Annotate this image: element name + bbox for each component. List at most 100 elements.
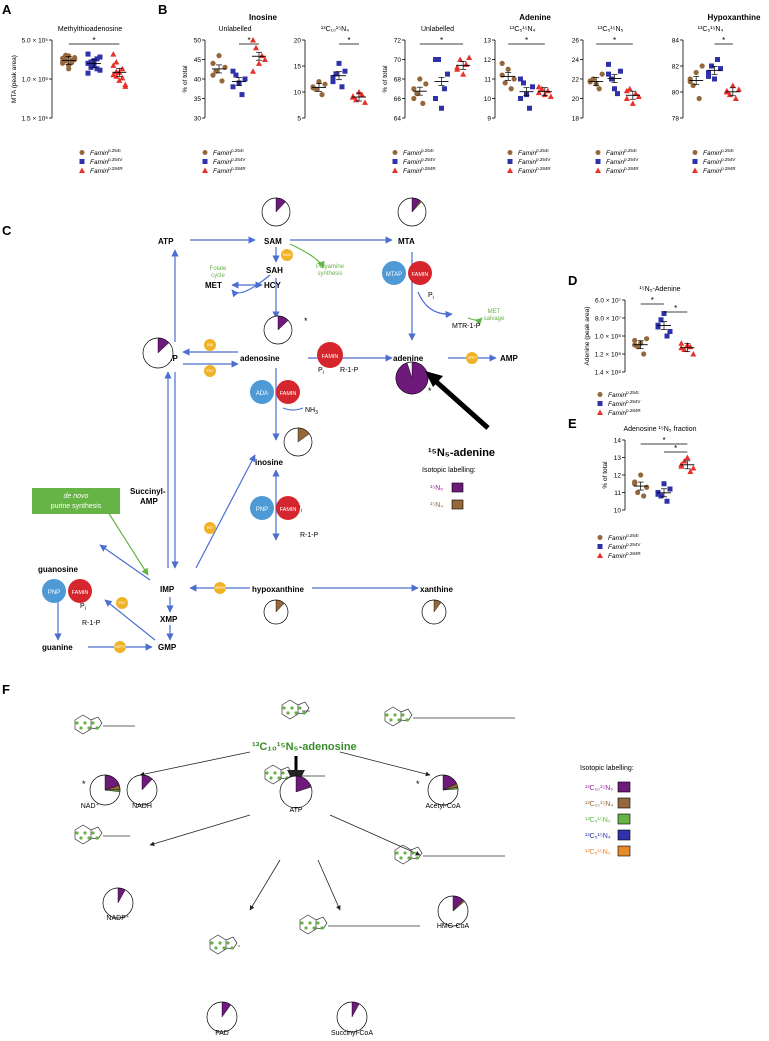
legend-marker	[597, 392, 603, 397]
y-axis-label: % of total	[382, 65, 389, 93]
star-acetylcoa: *	[416, 779, 420, 789]
arrow-to-nad	[139, 751, 251, 777]
labelled-carbon	[87, 726, 91, 730]
pies-panel-f	[89, 774, 469, 1033]
pie-slice	[104, 789, 121, 793]
arrow-to-succinylcoa	[317, 859, 341, 911]
pie-sam	[261, 197, 291, 227]
legend-label: Faminp.254V	[703, 157, 735, 166]
pie-fad	[206, 1001, 238, 1033]
molecule-sketches	[74, 699, 515, 955]
molecule-atp	[264, 764, 325, 785]
labelled-carbon	[214, 946, 218, 950]
data-point-p.284R	[256, 60, 262, 66]
legend-marker	[597, 409, 603, 415]
legend-marker	[597, 552, 603, 558]
green-arrows	[107, 243, 483, 576]
star-adenine: *	[428, 386, 432, 396]
chart-title: Unlabelled	[421, 26, 454, 33]
ring	[74, 714, 92, 735]
y-tick-label: 13	[614, 455, 622, 462]
data-point-p.254I	[210, 72, 216, 78]
data-point-p.254V	[527, 105, 532, 111]
data-point-p.254V	[664, 498, 670, 504]
metabolite-mta: MTA	[398, 237, 415, 246]
data-point-p.254V	[712, 76, 717, 82]
labelled-carbon	[385, 713, 389, 717]
significance-star: *	[247, 36, 250, 45]
data-point-p.254V	[85, 70, 91, 76]
labelled-carbon	[277, 776, 281, 780]
y-tick-label: 50	[194, 38, 202, 45]
legend-label: Faminp.284R	[703, 166, 736, 175]
data-point-p.254V	[342, 68, 348, 74]
data-point-p.254I	[687, 79, 693, 85]
y-tick-label: 10	[614, 508, 622, 515]
y-tick-label: 82	[672, 64, 680, 71]
label-r1p-b: R-1-P	[300, 532, 319, 539]
labelled-carbon	[397, 718, 401, 722]
enzyme-pnp-guanosine	[42, 579, 66, 603]
legend-label: Faminp.254V	[90, 157, 122, 166]
labelled-carbon	[75, 721, 79, 725]
arrow-sah-hcy	[231, 274, 271, 298]
data-point-p.254I	[322, 81, 328, 87]
data-point-p.284R	[629, 100, 636, 106]
pie-slice	[297, 427, 310, 443]
pie-nadp	[102, 887, 134, 919]
y-tick-label: 66	[394, 96, 402, 103]
enzyme-adk	[204, 339, 216, 351]
label-mtr1p: MTR-1-P	[452, 323, 481, 330]
data-point-p.254I	[508, 86, 514, 92]
data-point-p.284R	[466, 54, 473, 61]
chart-title: ¹³C₅¹⁵N₄	[510, 26, 536, 33]
arrow-mta-mtr1p	[417, 291, 453, 319]
arrow-to-nadp	[149, 814, 251, 847]
legend-marker	[692, 150, 698, 155]
labelled-carbon	[210, 941, 214, 945]
enzyme-famin-ada-label: FAMIN	[280, 391, 297, 397]
label-polyamine: Polyamine	[316, 264, 345, 270]
enzyme-famin-mta-label: FAMIN	[412, 272, 429, 278]
pie-mta	[397, 197, 427, 227]
iso-f-swatch	[617, 829, 631, 841]
y-tick-label: 45	[194, 57, 202, 64]
legend-marker	[79, 159, 85, 164]
y-tick-label: 14	[614, 438, 622, 445]
y-axis-label: Adenine (peak area)	[584, 307, 591, 366]
y-tick-label: 24	[572, 57, 580, 64]
data-point-p.254V	[530, 84, 535, 90]
metabolite-succinyl: Succinyl-	[130, 487, 166, 496]
data-point-p.284R	[454, 64, 461, 70]
label-met-salvage: MET	[488, 309, 501, 315]
iso-n4-swatch	[451, 499, 464, 510]
pie-slice	[221, 1001, 232, 1018]
data-point-p.254V	[94, 66, 100, 72]
y-tick-label: 10	[484, 96, 492, 103]
tracer-arrowhead	[425, 371, 443, 387]
labelled-carbon	[320, 926, 324, 930]
iso-f-label: ¹³C₅¹⁵N₅	[585, 817, 611, 824]
legend-marker	[202, 150, 208, 155]
iso-n5-swatch	[451, 482, 464, 493]
y-tick-label: 12	[614, 473, 622, 480]
metabolite-xanthine: xanthine	[420, 585, 453, 594]
labelled-carbon	[273, 771, 277, 775]
iso-f-title: Isotopic labelling:	[580, 765, 634, 772]
y-tick-label: 26	[572, 38, 580, 45]
data-point-p.284R	[729, 82, 736, 88]
data-point-p.284R	[735, 86, 742, 92]
y-tick-label: 72	[394, 38, 402, 45]
data-point-p.254V	[439, 105, 444, 111]
labelled-carbon	[316, 921, 320, 925]
data-point-p.254I	[505, 66, 511, 72]
enzyme-famin-guanosine	[68, 579, 92, 603]
data-point-p.284R	[632, 90, 639, 97]
y-axis-label: % of total	[182, 65, 189, 93]
data-point-p.284R	[122, 83, 129, 89]
labelled-carbon	[281, 771, 285, 775]
